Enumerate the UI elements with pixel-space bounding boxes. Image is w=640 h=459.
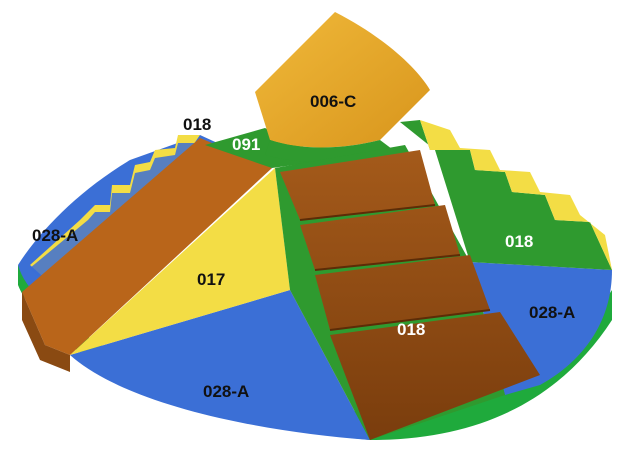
label-slide: 017 [197, 270, 226, 289]
label-right-base: 028-A [529, 303, 576, 322]
label-right-steps: 018 [505, 232, 534, 251]
front-blue-base [70, 290, 370, 440]
right-green-stepped-side [400, 120, 612, 270]
yellow-slide-panel [70, 168, 290, 355]
label-front-base: 028-A [203, 382, 250, 401]
brown-slide-edge [22, 292, 70, 372]
label-left-base: 028-A [32, 226, 79, 245]
label-front-stairs: 018 [397, 320, 426, 339]
label-green-wedge: 091 [232, 135, 261, 154]
top-block-006c [255, 12, 430, 148]
brown-slide [22, 138, 272, 355]
stairs-riser-lines [299, 204, 491, 331]
stairs-018 [280, 150, 540, 440]
label-top-left-step: 018 [183, 115, 212, 134]
right-yellow-steps [420, 120, 612, 270]
label-top-block: 006-C [310, 92, 357, 111]
